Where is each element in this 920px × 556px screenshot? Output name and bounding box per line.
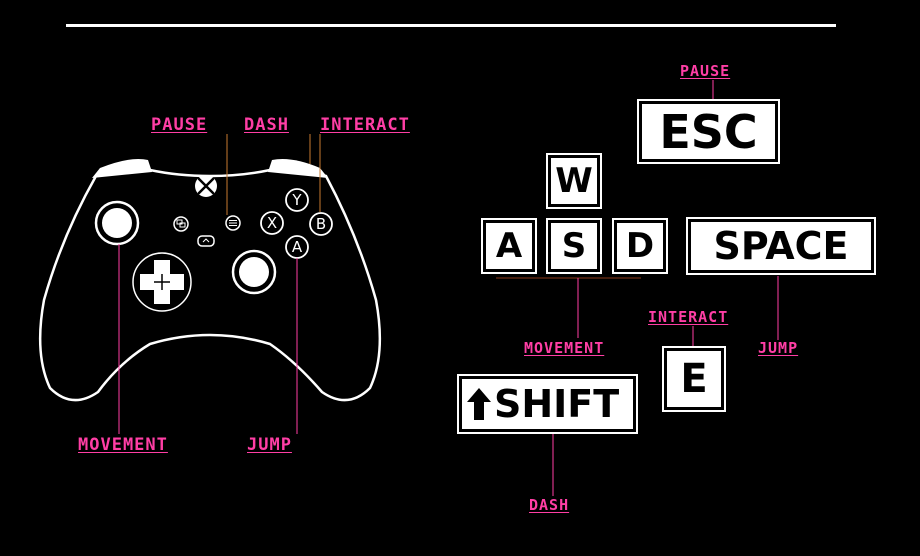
x-button-ring xyxy=(260,211,284,235)
share-button-icon xyxy=(197,235,215,247)
y-button: Y xyxy=(292,191,302,209)
keyboard-pause-label: PAUSE xyxy=(680,62,731,80)
y-button-ring xyxy=(285,188,309,212)
shift-key-label: SHIFT xyxy=(494,382,620,426)
w-key-label: W xyxy=(555,161,593,201)
controller-pause-label: PAUSE xyxy=(151,115,208,135)
a-key-label: A xyxy=(495,226,523,266)
space-key-label: SPACE xyxy=(713,224,849,268)
s-key: S xyxy=(546,218,602,274)
esc-key: ESC xyxy=(637,99,780,164)
e-key-label: E xyxy=(680,356,708,402)
right-stick-ring xyxy=(231,249,277,295)
menu-button-icon xyxy=(225,215,241,231)
controller-interact-label: INTERACT xyxy=(320,115,410,135)
space-key: SPACE xyxy=(686,217,876,275)
dpad-ring xyxy=(132,252,192,312)
keyboard-jump-label: JUMP xyxy=(758,339,799,357)
controller-body xyxy=(38,168,382,402)
x-button: X xyxy=(266,214,278,232)
w-key: W xyxy=(546,153,602,209)
left-stick-ring xyxy=(94,200,140,246)
a-button: A xyxy=(291,238,303,256)
right-stick xyxy=(239,257,269,287)
up-arrow-icon xyxy=(467,388,491,420)
esc-key-label: ESC xyxy=(659,104,758,159)
a-key: A xyxy=(481,218,537,274)
keyboard-interact-label: INTERACT xyxy=(648,308,729,326)
e-key: E xyxy=(662,346,726,412)
s-key-label: S xyxy=(561,226,587,266)
keyboard-dash-label: DASH xyxy=(529,496,570,514)
view-button-icon xyxy=(173,216,189,232)
top-divider xyxy=(66,24,836,27)
left-stick xyxy=(102,208,132,238)
xbox-logo-icon xyxy=(195,175,217,197)
b-button-ring xyxy=(309,212,333,236)
shift-key: SHIFT xyxy=(457,374,638,434)
keyboard-movement-label: MOVEMENT xyxy=(524,339,605,357)
b-button: B xyxy=(315,215,327,233)
d-key: D xyxy=(612,218,668,274)
controller-dash-label: DASH xyxy=(244,115,289,135)
controller-movement-label: MOVEMENT xyxy=(78,435,168,455)
controller-jump-label: JUMP xyxy=(247,435,292,455)
d-key-label: D xyxy=(625,226,655,266)
